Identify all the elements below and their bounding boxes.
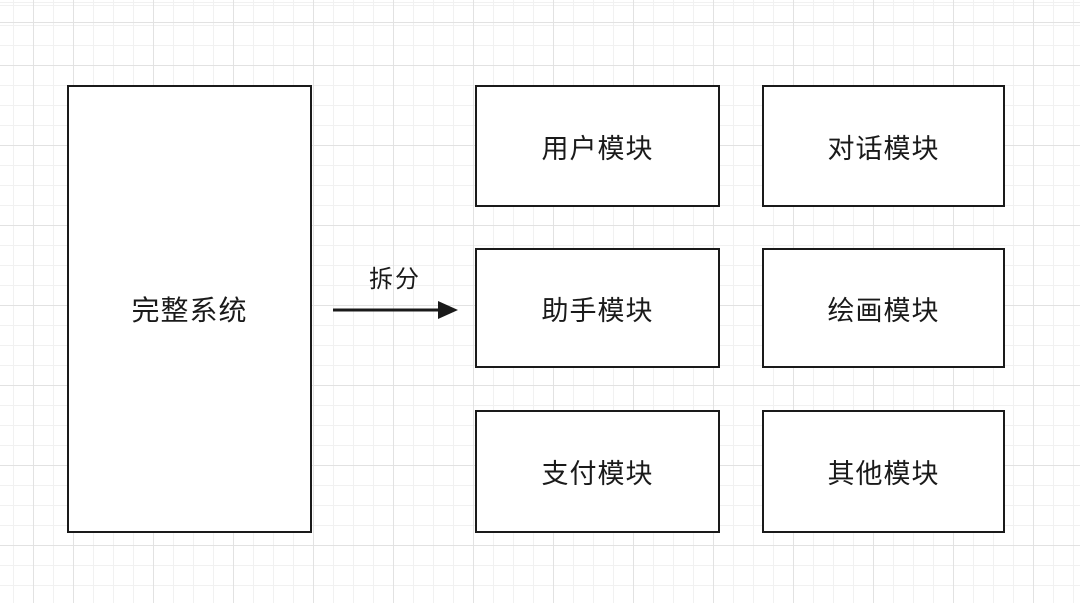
- module-box-user: 用户模块: [475, 85, 720, 207]
- module-label: 绘画模块: [827, 295, 940, 326]
- module-box-assistant: 助手模块: [475, 248, 720, 368]
- split-arrow-icon: [333, 301, 458, 319]
- arrow-label: 拆分: [369, 266, 421, 293]
- module-box-payment: 支付模块: [475, 410, 720, 533]
- module-box-dialogue: 对话模块: [762, 85, 1005, 207]
- module-label: 用户模块: [541, 133, 654, 164]
- module-label: 对话模块: [827, 133, 940, 164]
- module-label: 其他模块: [827, 459, 940, 489]
- module-box-drawing: 绘画模块: [762, 248, 1005, 368]
- source-system-label: 完整系统: [131, 295, 248, 326]
- module-box-other: 其他模块: [762, 410, 1005, 533]
- module-label: 支付模块: [541, 459, 654, 489]
- module-label: 助手模块: [541, 295, 654, 326]
- source-system-box: 完整系统: [67, 85, 312, 533]
